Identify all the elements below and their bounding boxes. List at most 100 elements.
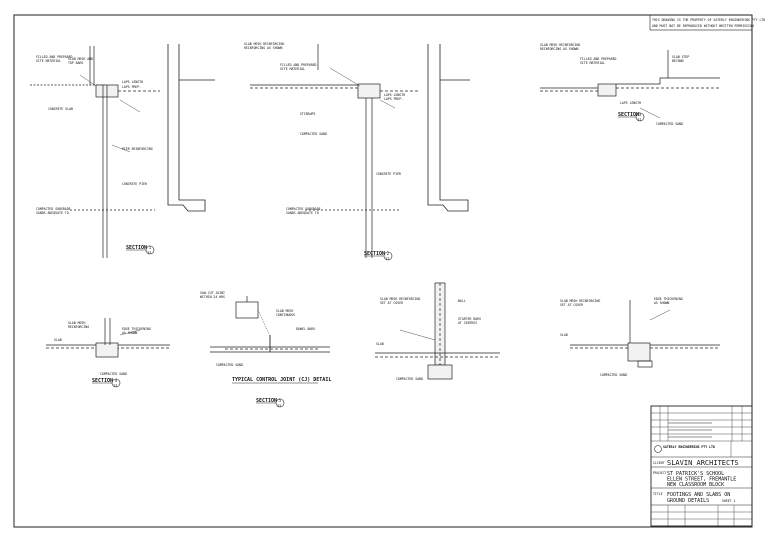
svg-text:SANDS ADEQUATE TO: SANDS ADEQUATE TO xyxy=(286,211,319,215)
client-name: SLAVIN ARCHITECTS xyxy=(667,459,739,467)
wall-footing-notes: SLAB MESH REINFORCING SET AT COVER WALL … xyxy=(376,297,481,381)
svg-text:SLAB: SLAB xyxy=(376,342,384,346)
svg-text:SITE MATERIAL: SITE MATERIAL xyxy=(280,67,305,71)
svg-text:LAPS LENGTH: LAPS LENGTH xyxy=(620,101,641,105)
svg-text:WITHIN 24 HRS: WITHIN 24 HRS xyxy=(200,295,225,299)
wall-outline-2 xyxy=(427,44,470,212)
copyright-line-1: THIS DRAWING IS THE PROPERTY OF SATERLY … xyxy=(652,18,765,22)
svg-text:LAPS LENGTH: LAPS LENGTH xyxy=(122,80,143,84)
svg-text:SANDS ADEQUATE TO: SANDS ADEQUATE TO xyxy=(36,211,69,215)
sheet-border xyxy=(13,14,753,528)
section-scale-2: S1 xyxy=(386,257,390,261)
section-label-3: SECTION 3 S1 xyxy=(618,112,645,122)
svg-text:COMPACTED SUBGRADE: COMPACTED SUBGRADE xyxy=(36,207,71,211)
section-title-2: SECTION xyxy=(364,251,385,257)
svg-text:FILLED AND PREPARED: FILLED AND PREPARED xyxy=(580,57,617,61)
svg-text:DOWEL BARS: DOWEL BARS xyxy=(296,327,315,331)
svg-text:SAW CUT JOINT: SAW CUT JOINT xyxy=(200,291,225,295)
svg-text:LAPS PREP.: LAPS PREP. xyxy=(384,97,403,101)
section-title-5: SECTION xyxy=(256,398,277,404)
svg-text:LAPS PREP.: LAPS PREP. xyxy=(122,85,141,89)
title-line-2: GROUND DETAILS xyxy=(667,498,709,504)
svg-text:CONCRETE PIER: CONCRETE PIER xyxy=(376,172,401,176)
svg-text:TOP BARS: TOP BARS xyxy=(68,61,83,65)
section-label-2: SECTION 2 S1 xyxy=(364,251,393,261)
section-detail-6 xyxy=(570,300,720,368)
svg-text:PIER REINFORCING: PIER REINFORCING xyxy=(122,147,153,151)
control-joint-label: TYPICAL CONTROL JOINT (CJ) DETAIL xyxy=(232,377,331,384)
section-ref-4: 4 xyxy=(115,378,118,383)
svg-text:SET AT COVER: SET AT COVER xyxy=(560,303,583,307)
section-ref-2: 2 xyxy=(387,251,390,256)
svg-text:REINFORCING: REINFORCING xyxy=(68,325,89,329)
svg-text:STIRRUPS: STIRRUPS xyxy=(300,112,315,116)
svg-text:FILLED AND PREPARED: FILLED AND PREPARED xyxy=(280,63,317,67)
svg-text:SLAB STEP: SLAB STEP xyxy=(672,55,689,59)
wall-outline-1 xyxy=(167,44,215,212)
sheet-number: SHEET 1 xyxy=(722,499,736,503)
engineer-name: SATERLY ENGINEERING PTY LTD xyxy=(663,445,715,449)
svg-text:COMPACTED SUBGRADE: COMPACTED SUBGRADE xyxy=(286,207,321,211)
svg-text:SLAB: SLAB xyxy=(560,333,568,337)
title-block xyxy=(650,405,753,527)
svg-text:STARTER BARS: STARTER BARS xyxy=(458,317,481,321)
wall-footing-detail xyxy=(375,282,500,380)
svg-text:SLAB: SLAB xyxy=(54,338,62,342)
svg-text:SITE MATERIAL: SITE MATERIAL xyxy=(580,61,605,65)
svg-text:COMPACTED SAND: COMPACTED SAND xyxy=(396,377,423,381)
svg-text:AS SHOWN: AS SHOWN xyxy=(122,331,137,335)
control-joint-notes: SAW CUT JOINT WITHIN 24 HRS SLAB MESH CO… xyxy=(200,291,315,367)
svg-text:BEYOND: BEYOND xyxy=(672,59,684,63)
svg-text:CONCRETE PIER: CONCRETE PIER xyxy=(122,182,147,186)
svg-text:CONCRETE SLAB: CONCRETE SLAB xyxy=(48,107,73,111)
client-label: CLIENT xyxy=(653,461,665,465)
section-label-4: SECTION 4 S1 xyxy=(92,378,121,388)
title-line-1: FOOTINGS AND SLABS ON xyxy=(667,492,730,498)
svg-text:CONTINUOUS: CONTINUOUS xyxy=(276,313,295,317)
section-detail-1-notes: FILLED AND PREPARED SITE MATERIAL SLAB M… xyxy=(36,55,153,215)
svg-text:SET AT COVER: SET AT COVER xyxy=(380,301,403,305)
project-line-3: NEW CLASSROOM BLOCK xyxy=(667,482,724,488)
project-line-2: ELLEN STREET, FREMANTLE xyxy=(667,477,736,483)
section-scale-3: S1 xyxy=(638,118,642,122)
svg-text:SLAB MESH REINFORCING: SLAB MESH REINFORCING xyxy=(560,299,600,303)
svg-text:SLAB MESH: SLAB MESH xyxy=(276,309,293,313)
control-joint-detail xyxy=(210,296,330,353)
section-scale-5: S1 xyxy=(278,404,282,408)
section-ref-3: 3 xyxy=(639,112,642,117)
section-detail-2 xyxy=(250,44,418,258)
svg-text:EDGE THICKENING: EDGE THICKENING xyxy=(654,297,683,301)
detail-title: TYPICAL CONTROL JOINT (CJ) DETAIL xyxy=(232,377,331,383)
section-label-1: SECTION 1 S1 xyxy=(126,245,155,255)
title-label: TITLE xyxy=(653,492,663,496)
svg-text:COMPACTED SAND: COMPACTED SAND xyxy=(100,372,127,376)
svg-text:WALL: WALL xyxy=(458,299,466,303)
section-detail-4-notes: SLAB MESH REINFORCING EDGE THICKENING AS… xyxy=(54,321,151,376)
section-detail-6-notes: SLAB MESH REINFORCING SET AT COVER EDGE … xyxy=(560,297,683,377)
project-line-1: ST PATRICK'S SCHOOL xyxy=(667,471,724,477)
svg-text:SLAB MESH AND: SLAB MESH AND xyxy=(68,57,93,61)
section-ref-1: 1 xyxy=(149,245,152,250)
svg-text:COMPACTED SAND: COMPACTED SAND xyxy=(216,363,243,367)
copyright-line-2: AND MUST NOT BE REPRODUCED WITHOUT WRITT… xyxy=(652,24,754,28)
svg-text:COMPACTED SAND: COMPACTED SAND xyxy=(656,122,683,126)
section-detail-2-notes: SLAB MESH REINFORCING REINFORCING AS SHO… xyxy=(244,42,405,215)
section-scale-1: S1 xyxy=(148,251,152,255)
svg-text:REINFORCING AS SHOWN: REINFORCING AS SHOWN xyxy=(540,47,578,51)
svg-text:SLAB MESH REINFORCING: SLAB MESH REINFORCING xyxy=(380,297,420,301)
svg-text:SITE MATERIAL: SITE MATERIAL xyxy=(36,59,61,63)
section-scale-4: S1 xyxy=(114,384,118,388)
svg-text:COMPACTED SAND: COMPACTED SAND xyxy=(300,132,327,136)
section-ref-5: 5 xyxy=(279,398,282,403)
svg-text:EDGE THICKENING: EDGE THICKENING xyxy=(122,327,151,331)
title-block-text: SATERLY ENGINEERING PTY LTD CLIENT SLAVI… xyxy=(653,445,739,504)
section-detail-4 xyxy=(46,318,170,358)
copyright-box: THIS DRAWING IS THE PROPERTY OF SATERLY … xyxy=(649,14,765,31)
section-title-4: SECTION xyxy=(92,378,113,384)
section-label-5: SECTION 5 S1 xyxy=(256,398,285,408)
section-title-3: SECTION xyxy=(618,112,639,118)
section-detail-3 xyxy=(540,50,720,119)
section-detail-1 xyxy=(30,46,160,258)
svg-text:SLAB MESH REINFORCING: SLAB MESH REINFORCING xyxy=(540,43,580,47)
